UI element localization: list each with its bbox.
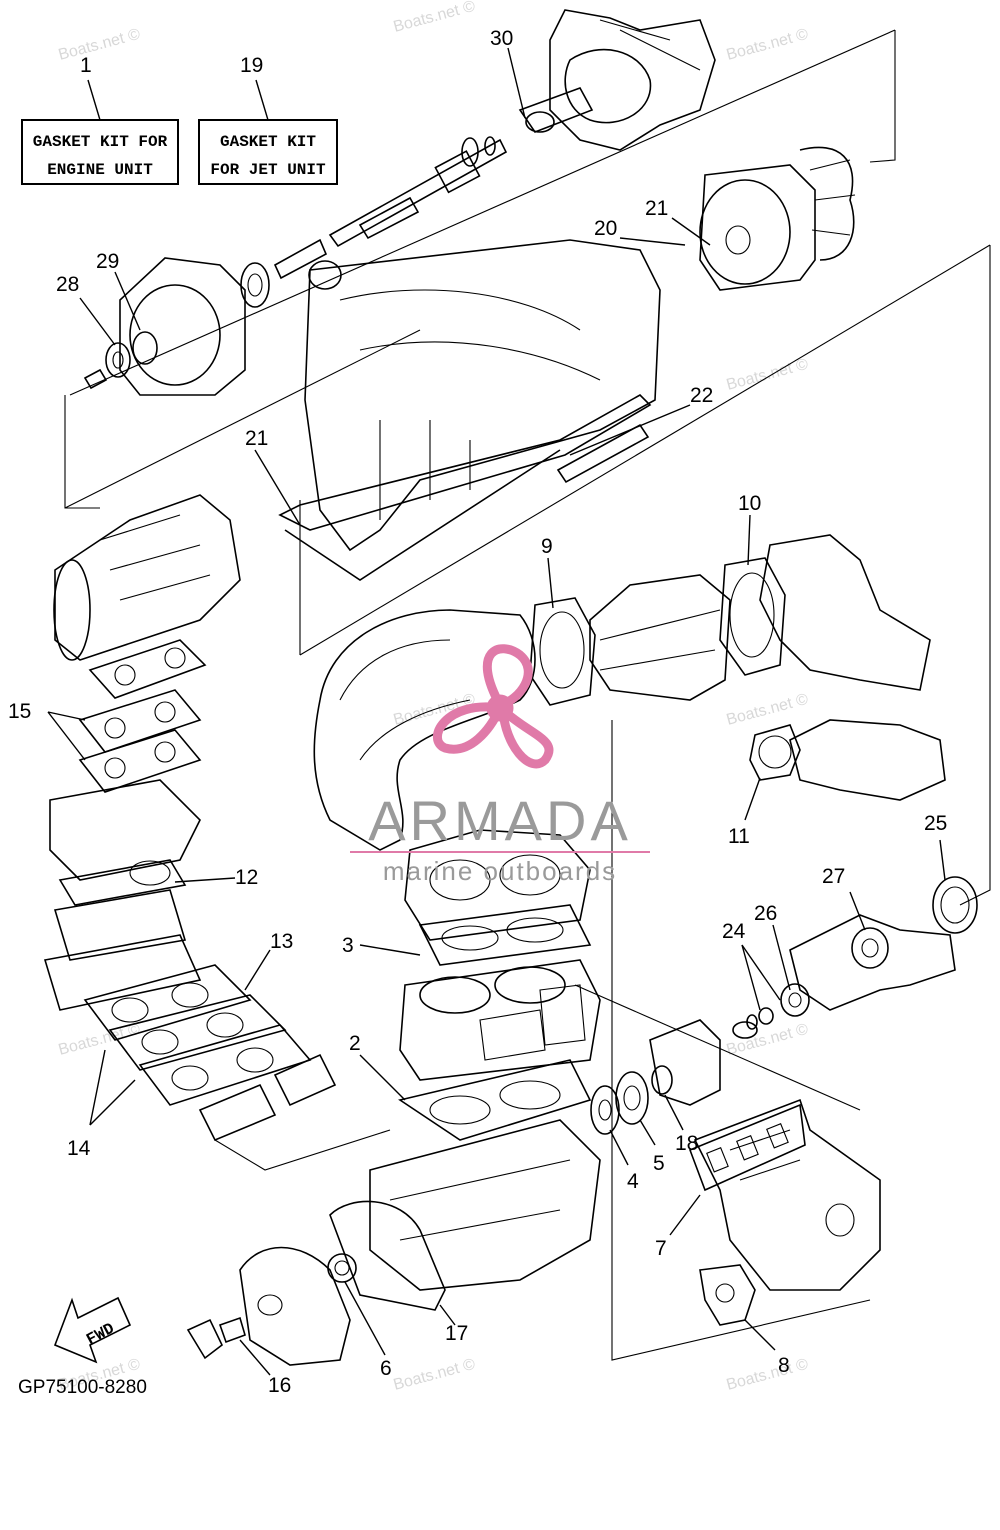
diagram-code: GP75100-8280 (18, 1377, 147, 1398)
watermark: Boats.net © (725, 1356, 811, 1394)
callout-28: 28 (56, 273, 79, 296)
fitting-16 (186, 1316, 246, 1360)
exhaust-group-outline (611, 1160, 871, 1361)
intake-manifold-gaskets (43, 639, 207, 1011)
kit-label-19: 19 GASKET KIT FOR JET UNIT (198, 54, 338, 185)
exhaust-pipe (313, 534, 946, 851)
exhaust-chamber (53, 494, 241, 661)
bearing-housing (83, 257, 246, 396)
callout-leaders (47, 47, 946, 1376)
watermark: Boats.net © (57, 26, 143, 64)
reed-valve-gaskets (83, 964, 337, 1142)
watermark: Boats.net © (392, 0, 478, 36)
watermark: Boats.net © (725, 356, 811, 394)
callout-22: 21 (245, 427, 268, 450)
watermark: Boats.net © (392, 1356, 478, 1394)
callout-2: 2 (349, 1032, 361, 1055)
gasket-3 (418, 904, 592, 966)
fwd-arrow: FWD (53, 1296, 132, 1364)
callout-13: 13 (270, 930, 293, 953)
callout-7: 7 (655, 1237, 667, 1260)
callout-18: 18 (675, 1132, 698, 1155)
exhaust-manifold (693, 1098, 881, 1291)
kit-label-1: 1 GASKET KIT FOR ENGINE UNIT (21, 54, 179, 185)
callout-27: 27 (822, 865, 845, 888)
callout-26: 26 (754, 902, 777, 925)
callout-23: 22 (690, 384, 713, 407)
cylinder-block (399, 959, 601, 1081)
crankcase (369, 1119, 601, 1291)
engine-group-outline (214, 1129, 391, 1171)
watermark: Boats.net © (725, 1021, 811, 1059)
coupling-seals (590, 1019, 758, 1135)
gasket-10 (719, 557, 786, 676)
gasket-2 (398, 1059, 592, 1141)
kit-label-19-line1: GASKET KIT (220, 133, 316, 151)
oil-seal-6 (327, 1253, 357, 1283)
callout-3: 3 (342, 934, 354, 957)
watermark: Boats.net © (725, 691, 811, 729)
callout-11: 11 (728, 825, 750, 848)
callout-16: 16 (268, 1374, 291, 1397)
impeller-housing (699, 146, 856, 291)
watermark: Boats.net © (725, 26, 811, 64)
callout-25: 25 (924, 812, 947, 835)
callout-numbers: 30 21 20 29 28 22 21 10 9 15 11 25 12 27… (8, 27, 947, 1397)
jet-pump-housing (518, 9, 716, 151)
propeller-icon (432, 644, 554, 769)
flywheel-cover (239, 1246, 351, 1366)
drive-shaft (240, 136, 508, 308)
callout-20: 20 (594, 217, 617, 240)
callout-8: 8 (778, 1354, 790, 1377)
cylinder-head (404, 829, 591, 941)
callout-6: 6 (380, 1357, 392, 1380)
kit-label-1-line2: ENGINE UNIT (47, 161, 153, 179)
kit-label-1-line1: GASKET KIT FOR (33, 133, 168, 151)
gasket-8 (699, 1264, 756, 1326)
crankcase-cover-gasket-17 (329, 1200, 446, 1311)
callout-15: 15 (8, 700, 31, 723)
callout-24: 24 (722, 920, 746, 943)
jet-unit-group-outline (64, 29, 991, 906)
logo-tagline: marine outboards (383, 856, 617, 886)
pump-bearing-assembly (746, 876, 978, 1030)
callout-1: 1 (80, 54, 92, 77)
callout-17: 17 (445, 1322, 468, 1345)
logo-name: ARMADA (368, 789, 632, 852)
gasket-7 (688, 1103, 806, 1192)
callout-9: 9 (541, 535, 553, 558)
callout-21: 21 (645, 197, 668, 220)
callout-4: 4 (627, 1170, 639, 1193)
gasket-11 (749, 724, 801, 781)
fwd-label: FWD (84, 1320, 118, 1349)
callout-29: 29 (96, 250, 119, 273)
watermarks: Boats.net © Boats.net © Boats.net © Boat… (57, 0, 811, 1394)
callout-19: 19 (240, 54, 263, 77)
callout-12: 12 (235, 866, 258, 889)
callout-5: 5 (653, 1152, 665, 1175)
callout-14: 14 (67, 1137, 91, 1160)
intake-duct (278, 239, 661, 581)
kit-label-19-line2: FOR JET UNIT (210, 161, 326, 179)
armada-logo: ARMADA marine outboards (350, 644, 650, 886)
gasket-9 (529, 597, 596, 706)
callout-30: 30 (490, 27, 513, 50)
watermark: Boats.net © (57, 1021, 143, 1059)
callout-10: 10 (738, 492, 761, 515)
